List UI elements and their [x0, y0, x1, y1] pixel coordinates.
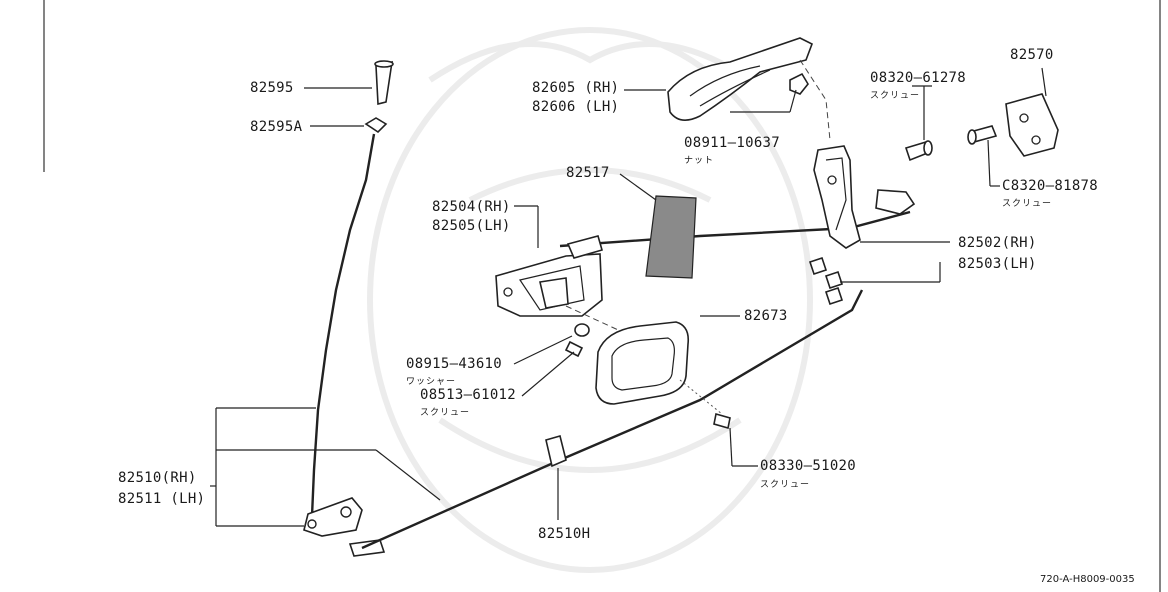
- label-82503: 82503(LH): [958, 256, 1037, 272]
- label-82504: 82504(RH): [432, 199, 511, 215]
- lock-clips: [808, 256, 844, 306]
- screw-08320-61278: [904, 140, 933, 162]
- bellcrank: [303, 497, 386, 557]
- label-82673: 82673: [744, 308, 788, 324]
- label-82517: 82517: [566, 165, 610, 181]
- label-08911-sub: ナット: [684, 156, 715, 166]
- label-08911: 08911—10637: [684, 135, 781, 151]
- label-82570: 82570: [1010, 47, 1054, 63]
- inside-handle-82504: [495, 235, 603, 317]
- label-c8320-81878-sub: スクリュー: [1002, 199, 1053, 209]
- label-08513: 08513—61012: [420, 387, 517, 403]
- washer-08915: [574, 323, 590, 337]
- bushing-82595a: [364, 117, 388, 134]
- label-08330-sub: スクリュー: [760, 480, 811, 490]
- label-82505: 82505(LH): [432, 218, 511, 234]
- label-82502: 82502(RH): [958, 235, 1037, 251]
- lock-knob-82595: [374, 60, 394, 106]
- diagram-reference-code: 720-A-H8009-0035: [1040, 574, 1135, 585]
- control-rod-long: [361, 289, 864, 550]
- label-82595: 82595: [250, 80, 294, 96]
- pad-82517: [645, 195, 697, 279]
- screw-c8320-81878: [967, 125, 998, 145]
- handle-dashed-link: [565, 305, 641, 341]
- door-lock-82502: [813, 145, 916, 249]
- bezel-82673: [595, 321, 690, 405]
- label-82510h: 82510H: [538, 526, 591, 542]
- label-82595a: 82595A: [250, 119, 303, 135]
- label-82606: 82606 (LH): [532, 99, 620, 115]
- lock-rod: [310, 133, 376, 517]
- label-08330: 08330—51020: [760, 458, 857, 474]
- label-08915: 08915—43610: [406, 356, 503, 372]
- label-08513-sub: スクリュー: [420, 408, 471, 418]
- striker-82570: [1005, 93, 1059, 157]
- outside-handle-82605: [667, 37, 814, 121]
- label-82605: 82605 (RH): [532, 80, 620, 96]
- screw-08330: [713, 412, 731, 430]
- rod-clip-82510h: [545, 435, 567, 468]
- label-08915-sub: ワッシャー: [406, 377, 457, 387]
- label-08320-61278: 08320—61278: [870, 70, 967, 86]
- nut-08911: [789, 72, 809, 95]
- watermark-emblem: [367, 27, 813, 573]
- label-c8320-81878: C8320—81878: [1002, 178, 1099, 194]
- leader-lines: [210, 67, 1047, 527]
- screw-08513: [564, 340, 584, 358]
- control-rod-upper: [559, 210, 911, 248]
- label-82510: 82510(RH): [118, 470, 197, 486]
- label-08320-61278-sub: スクリュー: [870, 91, 921, 101]
- label-82511: 82511 (LH): [118, 491, 206, 507]
- bezel-dotted-line: [679, 379, 723, 415]
- handle-dashed-line: [799, 59, 831, 141]
